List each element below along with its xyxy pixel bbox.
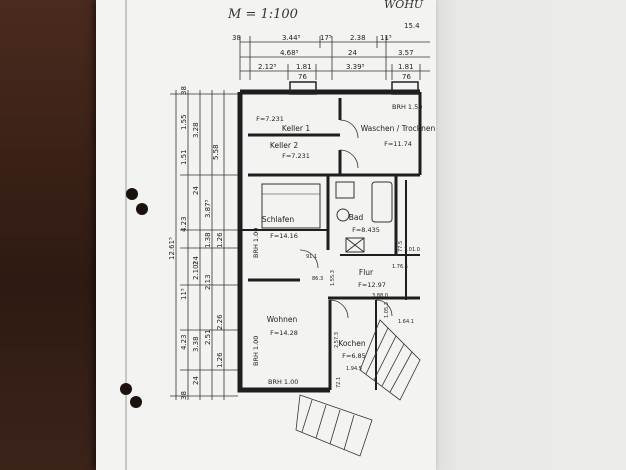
room-kochen-name: Kochen bbox=[338, 339, 366, 348]
bathroom-fixtures bbox=[335, 181, 393, 253]
room-kochen-area: F=6.85 bbox=[342, 352, 366, 360]
dim-left-b5: 2.51 bbox=[204, 329, 212, 345]
punch-hole-bottom-b bbox=[130, 396, 142, 408]
chimney-left bbox=[289, 81, 317, 95]
dim-top-3: 17⁵ bbox=[320, 34, 332, 42]
room-schlafen-name: Schlafen bbox=[262, 215, 295, 224]
left-dimension-labels: 12.61⁵ 1.55 1.51 3.28 5.58 3.87⁵ 4.23 1.… bbox=[168, 86, 224, 400]
dim-left-a3: 3.28 bbox=[192, 122, 200, 138]
dim-top-5: 11⁵ bbox=[380, 34, 392, 42]
door-swings bbox=[299, 119, 393, 319]
punch-hole-top-b bbox=[136, 203, 148, 215]
room-flur-name: Flur bbox=[359, 268, 374, 277]
note-7: 77.5 bbox=[398, 241, 404, 252]
brh-bottom: BRH 1.00 bbox=[268, 378, 298, 386]
dim-left-b11: 11⁵ bbox=[180, 288, 188, 300]
brh-left-1: BRH 1.00 bbox=[252, 228, 260, 258]
room-schlafen-area: F=14.16 bbox=[270, 232, 298, 240]
note-2: 3.88.0 bbox=[372, 293, 388, 299]
dim-left-total: 12.61⁵ bbox=[168, 237, 176, 260]
note-6: 1.01.0 bbox=[404, 247, 420, 253]
note-8: 1.94.5 bbox=[346, 366, 362, 372]
dim-left-b9: 24 bbox=[192, 256, 200, 265]
room-wohnen-name: Wohnen bbox=[267, 315, 298, 324]
punch-hole-bottom-a bbox=[120, 383, 132, 395]
staircase bbox=[359, 319, 421, 401]
dim-left-a1: 1.55 bbox=[180, 114, 188, 130]
room-labels: Keller 1 F=7.231 Keller 2 F=7.231 Wasche… bbox=[256, 115, 435, 360]
walls bbox=[237, 89, 422, 393]
room-wohnen-area: F=14.28 bbox=[270, 329, 298, 337]
note-5: 1.55.3 bbox=[330, 270, 336, 286]
room-flur-area: F=12.97 bbox=[358, 281, 386, 289]
dim-left-b10: 24 bbox=[192, 376, 200, 385]
dim-top-8: 24 bbox=[348, 49, 357, 57]
dim-left-a4: 5.58 bbox=[212, 144, 220, 160]
room-keller2-area: F=7.231 bbox=[282, 152, 310, 160]
room-bad-area: F=8.435 bbox=[352, 226, 380, 234]
dim-top-1: 38 bbox=[232, 34, 241, 42]
dim-top-13: 1.81 bbox=[398, 63, 414, 71]
top-dimension-lines bbox=[239, 36, 430, 80]
dim-left-b1: 2.10⁵ bbox=[192, 261, 200, 280]
dim-top-12: 3.39⁵ bbox=[346, 63, 365, 71]
left-dimension-lines bbox=[170, 90, 238, 400]
room-waschen-name: Waschen / Trocknen bbox=[361, 124, 436, 133]
note-9: 2.57.3 bbox=[334, 332, 340, 348]
brh-left-2: BRH 1.00 bbox=[252, 336, 260, 366]
room-keller1-area: F=7.231 bbox=[256, 115, 284, 123]
dim-left-b13: 38 bbox=[180, 391, 188, 400]
note-11: 1.05.3 bbox=[384, 302, 390, 318]
scale-label: M = 1:100 bbox=[227, 7, 298, 22]
chimney-right bbox=[391, 81, 419, 95]
room-keller1-name: Keller 1 bbox=[282, 124, 310, 133]
dim-top-10: 2.12⁵ bbox=[258, 63, 277, 71]
dim-left-b12: 38 bbox=[180, 86, 188, 95]
dim-left-b3: 4.23 bbox=[180, 334, 188, 350]
dim-top-7: 4.68⁵ bbox=[280, 49, 299, 57]
dim-top-15: 76 bbox=[402, 73, 411, 81]
title-fragment: WOHU bbox=[384, 0, 424, 11]
note-3: 91.1 bbox=[306, 254, 317, 260]
room-bad-name: Bad bbox=[349, 213, 364, 222]
bed-symbol bbox=[261, 183, 321, 229]
dim-top-11: 1.81 bbox=[296, 63, 312, 71]
adjacent-paper-sheet bbox=[430, 0, 626, 470]
dim-left-a5: 3.87⁵ bbox=[204, 199, 212, 218]
punch-hole-top-a bbox=[126, 188, 138, 200]
dim-top-4: 2.38 bbox=[350, 34, 366, 42]
brh-annotations: BRH 1.50 BRH 1.00 BRH 1.00 BRH 1.00 bbox=[252, 103, 422, 386]
dim-left-b4: 3.38 bbox=[192, 336, 200, 352]
dim-top-14: 76 bbox=[298, 73, 307, 81]
entrance-steps bbox=[295, 394, 373, 457]
dim-top-6: 15.4 bbox=[404, 22, 420, 30]
top-dimension-labels: 38 3.44⁵ 17⁵ 2.38 11⁵ 15.4 4.68⁵ 24 3.57… bbox=[232, 22, 420, 81]
note-1: 1.76.5 bbox=[392, 264, 408, 270]
dim-left-a2: 1.51 bbox=[180, 149, 188, 165]
dim-top-9: 3.57 bbox=[398, 49, 414, 57]
dim-left-b7: 1.26 bbox=[216, 352, 224, 368]
room-keller2-name: Keller 2 bbox=[270, 141, 298, 150]
dim-left-b6: 2.26 bbox=[216, 314, 224, 330]
brh-top: BRH 1.50 bbox=[392, 103, 422, 111]
note-12: 1.64.1 bbox=[398, 319, 414, 325]
dim-top-2: 3.44⁵ bbox=[282, 34, 301, 42]
note-4: 86.3 bbox=[312, 276, 323, 282]
dim-left-b2: 2.13 bbox=[204, 274, 212, 290]
dim-left-a7: 1.38 bbox=[204, 232, 212, 248]
room-waschen-area: F=11.74 bbox=[384, 140, 412, 148]
dim-left-b8: 24 bbox=[192, 186, 200, 195]
misc-annotations: 1.76.5 3.88.0 91.1 86.3 1.55.3 1.01.0 77… bbox=[306, 241, 420, 388]
dim-left-a6: 4.23 bbox=[180, 216, 188, 232]
dim-left-a8: 1.26 bbox=[216, 232, 224, 248]
note-10: 72.1 bbox=[336, 377, 342, 388]
